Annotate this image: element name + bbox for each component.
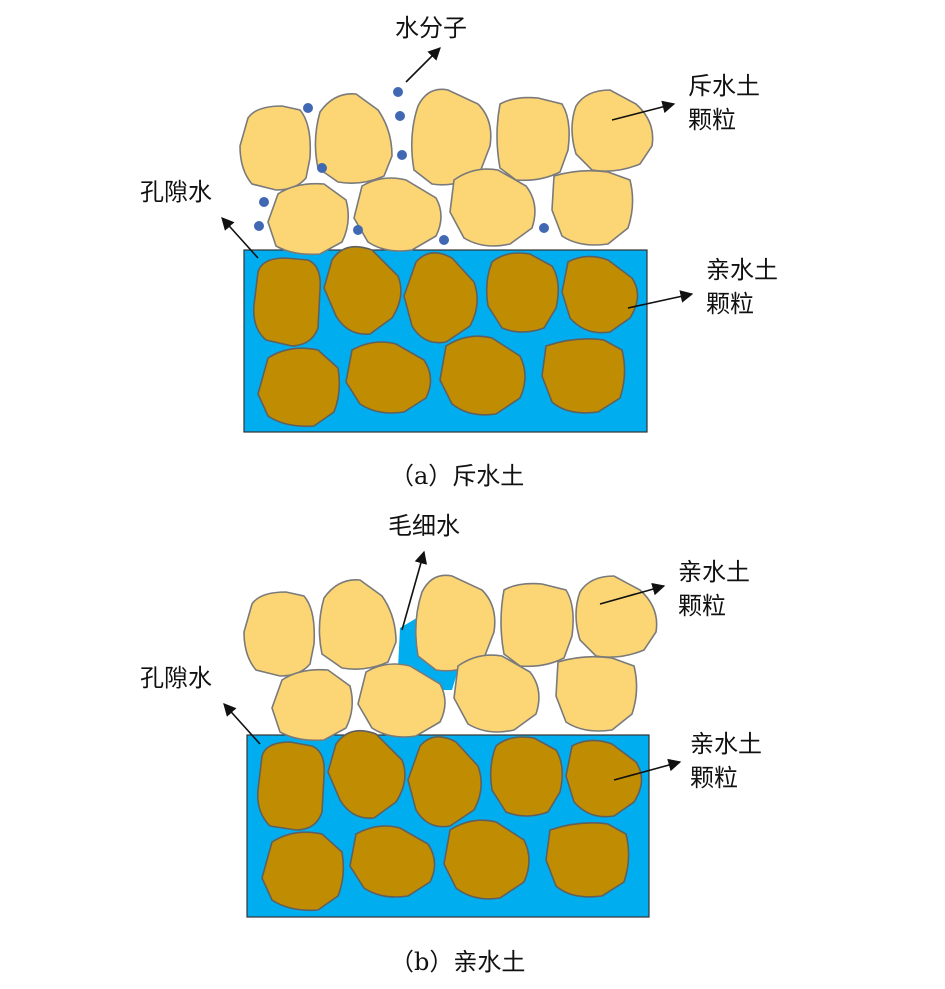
hydrophilic-particles-b-bottom <box>256 729 643 912</box>
hydrophilic-particle <box>256 741 326 831</box>
label-top-particles-line1: 亲水土 <box>678 558 750 586</box>
hydrophilic-particle-top <box>271 668 354 742</box>
hydrophilic-particle-top <box>318 579 397 670</box>
hydrophilic-particle-top <box>575 575 658 658</box>
water-molecule <box>317 163 327 173</box>
label-top-particles-line2: 颗粒 <box>688 106 736 134</box>
label-top-particles-line1: 斥水土 <box>688 72 760 100</box>
label-bottom-particles-line2: 颗粒 <box>690 764 738 792</box>
hydrophilic-particle <box>327 729 406 819</box>
hydrophilic-particle <box>545 822 630 898</box>
hydrophilic-particle <box>252 257 322 347</box>
hydrophilic-particle <box>261 831 345 912</box>
arrows-b <box>223 550 682 781</box>
hydrophobic-particle <box>353 177 442 252</box>
hydrophobic-particles-a <box>239 88 654 256</box>
hydrophilic-particle <box>257 347 341 428</box>
labels-b: 毛细水 孔隙水 亲水土 颗粒 亲水土 颗粒 （b）亲水土 <box>140 512 762 976</box>
water-molecule <box>259 197 269 207</box>
arrow-bottom-particles <box>627 290 694 309</box>
label-pore-water: 孔隙水 <box>140 664 212 692</box>
hydrophobic-particle <box>449 168 536 247</box>
hydrophilic-particle-top <box>500 582 574 668</box>
hydrophilic-particle <box>323 245 402 335</box>
label-bottom-particles-line1: 亲水土 <box>706 256 778 284</box>
label-bottom-particles-line1: 亲水土 <box>690 730 762 758</box>
hydrophilic-particle-top <box>243 591 316 677</box>
water-molecule <box>397 150 407 160</box>
hydrophilic-particle <box>345 341 432 414</box>
water-molecule <box>395 111 405 121</box>
hydrophilic-particle-top <box>453 654 540 733</box>
label-pore-water: 孔隙水 <box>140 178 212 206</box>
hydrophobic-particle <box>267 182 350 256</box>
hydrophobic-particle <box>314 93 393 184</box>
water-molecule <box>393 87 403 97</box>
hydrophilic-particles-a <box>252 245 639 428</box>
hydrophilic-particle <box>403 252 478 344</box>
water-molecules-a <box>254 87 549 245</box>
water-molecule <box>303 103 313 113</box>
label-molecule: 水分子 <box>395 14 467 42</box>
hydrophilic-particle <box>443 819 530 900</box>
caption-a: （a）斥水土 <box>390 462 524 490</box>
hydrophobic-particle <box>496 96 570 182</box>
arrow-capillary <box>401 550 428 631</box>
label-top-particles-line2: 颗粒 <box>678 592 726 620</box>
water-molecule <box>254 221 264 231</box>
hydrophilic-particle <box>489 736 564 817</box>
hydrophilic-particle <box>485 252 560 333</box>
water-molecule <box>539 223 549 233</box>
arrow-pore-water <box>221 217 259 259</box>
hydrophobic-particle <box>571 89 654 172</box>
hydrophilic-particle <box>407 736 482 828</box>
water-molecule <box>353 225 363 235</box>
arrow-pore-water <box>223 703 261 745</box>
hydrophilic-particles-b-top <box>243 574 658 742</box>
labels-a: 水分子 孔隙水 斥水土 颗粒 亲水土 颗粒 （a）斥水土 <box>140 14 778 490</box>
water-molecule <box>439 235 449 245</box>
hydrophilic-particle-top <box>357 663 446 738</box>
panel-b: 毛细水 孔隙水 亲水土 颗粒 亲水土 颗粒 （b）亲水土 <box>140 512 762 976</box>
hydrophilic-particle <box>349 825 436 898</box>
arrow-top-particles <box>611 100 676 121</box>
hydrophilic-particle <box>541 338 626 414</box>
hydrophilic-particle <box>565 739 643 818</box>
arrow-bottom-particles <box>613 758 682 781</box>
label-capillary: 毛细水 <box>388 512 460 540</box>
hydrophobic-particle <box>239 105 312 191</box>
hydrophilic-particle <box>561 255 639 334</box>
arrows-a <box>221 47 694 309</box>
caption-b: （b）亲水土 <box>390 948 525 976</box>
arrow-top-particles <box>599 582 666 605</box>
hydrophilic-particle-top <box>555 655 638 732</box>
label-bottom-particles-line2: 颗粒 <box>706 290 754 318</box>
hydrophilic-particle <box>439 335 526 416</box>
panel-a: 水分子 孔隙水 斥水土 颗粒 亲水土 颗粒 （a）斥水土 <box>140 14 778 490</box>
hydrophobic-particle <box>551 169 634 246</box>
arrow-molecule <box>405 47 441 83</box>
